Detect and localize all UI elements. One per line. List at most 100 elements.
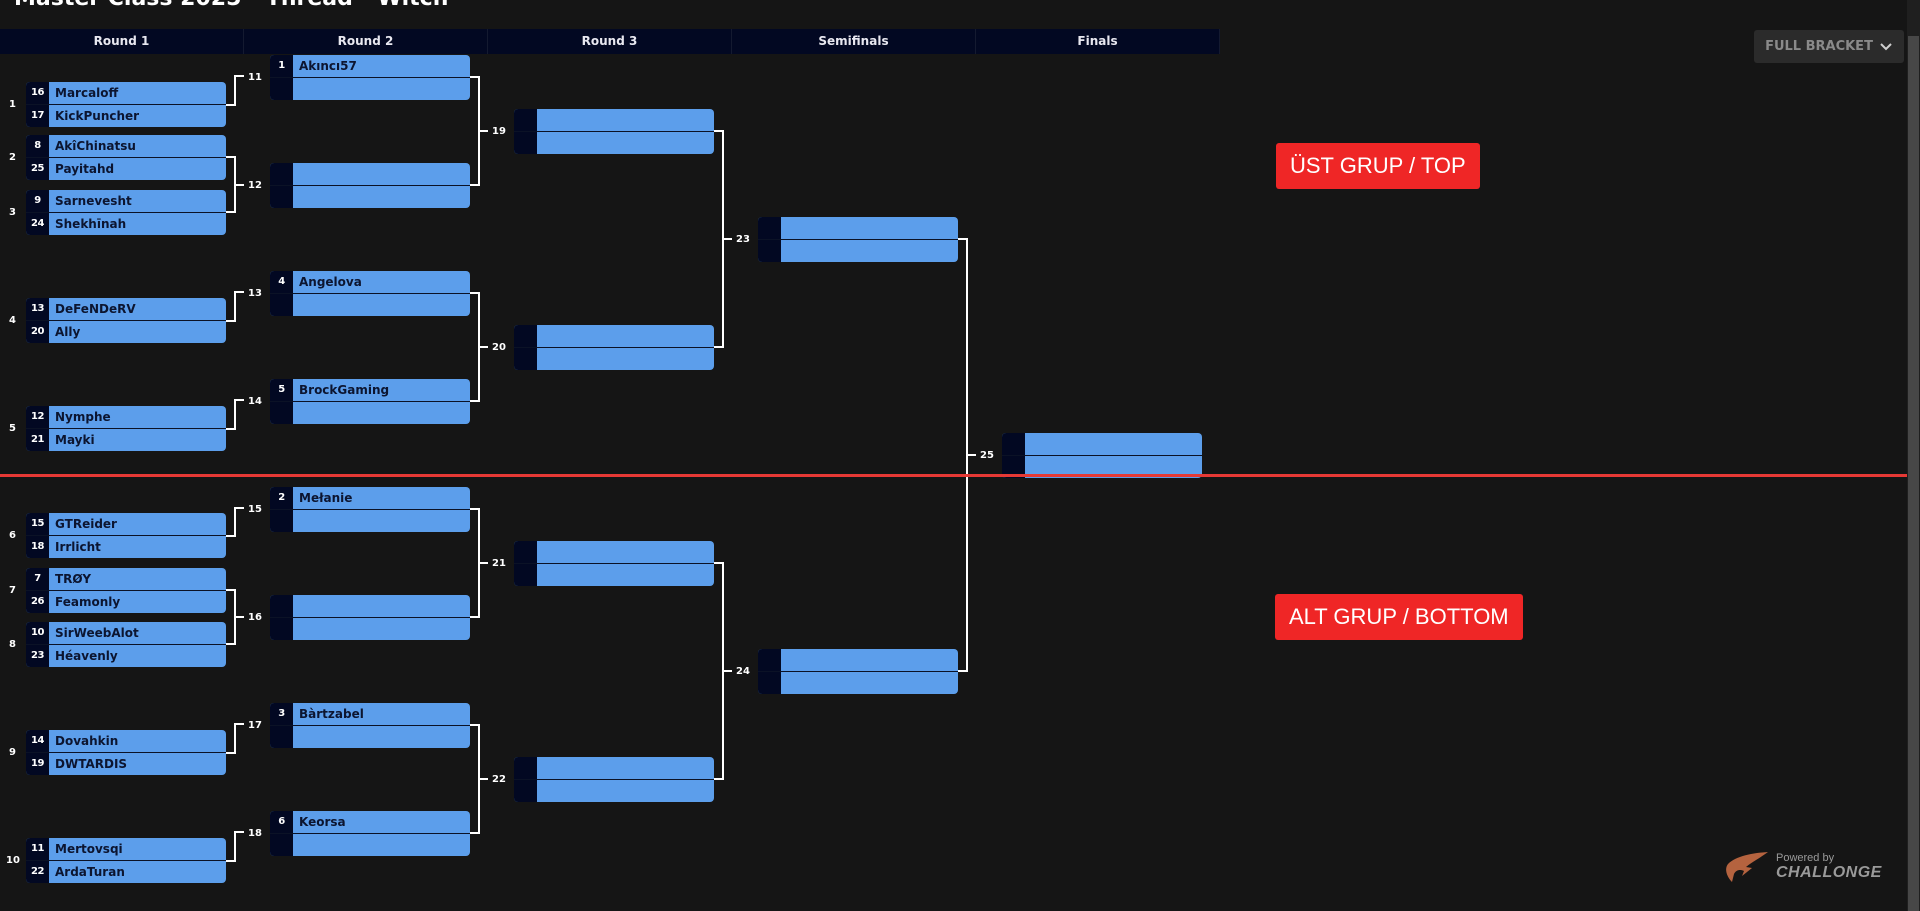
player-slot-bottom[interactable] bbox=[514, 132, 714, 154]
player-slot-top[interactable] bbox=[514, 757, 714, 779]
match-box[interactable] bbox=[270, 595, 470, 640]
player-slot-bottom[interactable] bbox=[270, 510, 470, 532]
player-slot-bottom[interactable] bbox=[270, 78, 470, 100]
match-box[interactable] bbox=[758, 217, 958, 262]
match-23[interactable] bbox=[758, 217, 958, 262]
vertical-scrollbar[interactable] bbox=[1907, 0, 1920, 911]
match-box[interactable] bbox=[514, 757, 714, 802]
match-16[interactable] bbox=[270, 595, 470, 640]
player-slot-top[interactable] bbox=[758, 217, 958, 239]
player-slot-bottom[interactable] bbox=[514, 348, 714, 370]
player-slot-top[interactable] bbox=[270, 595, 470, 617]
player-slot-bottom[interactable] bbox=[514, 564, 714, 586]
player-slot-bottom[interactable] bbox=[270, 402, 470, 424]
match-24[interactable] bbox=[758, 649, 958, 694]
player-slot-bottom[interactable] bbox=[270, 726, 470, 748]
player-slot-top[interactable] bbox=[270, 163, 470, 185]
match-22[interactable] bbox=[514, 757, 714, 802]
match-12[interactable] bbox=[270, 163, 470, 208]
player-slot-bottom[interactable] bbox=[270, 834, 470, 856]
match-19[interactable] bbox=[514, 109, 714, 154]
match-box[interactable] bbox=[514, 109, 714, 154]
scrollbar-thumb[interactable] bbox=[1908, 36, 1919, 911]
player-slot-bottom[interactable] bbox=[270, 618, 470, 640]
match-21[interactable] bbox=[514, 541, 714, 586]
player-slot-top[interactable] bbox=[514, 109, 714, 131]
player-slot-bottom[interactable] bbox=[270, 294, 470, 316]
match-box[interactable] bbox=[270, 163, 470, 208]
match-25[interactable] bbox=[1002, 433, 1202, 478]
match-box[interactable] bbox=[758, 649, 958, 694]
player-slot-top[interactable] bbox=[1002, 433, 1202, 455]
match-box[interactable] bbox=[514, 325, 714, 370]
match-box[interactable] bbox=[514, 541, 714, 586]
player-slot-bottom[interactable] bbox=[1002, 456, 1202, 478]
player-slot-bottom[interactable] bbox=[758, 672, 958, 694]
player-slot-bottom[interactable] bbox=[514, 780, 714, 802]
match-box[interactable] bbox=[1002, 433, 1202, 478]
full-bracket-dropdown[interactable]: FULL BRACKET bbox=[1754, 30, 1904, 63]
player-slot-bottom[interactable] bbox=[270, 186, 470, 208]
player-slot-bottom[interactable] bbox=[758, 240, 958, 262]
player-slot-top[interactable] bbox=[514, 325, 714, 347]
powered-by-challonge[interactable]: Powered by CHALLONGE bbox=[1722, 850, 1882, 884]
player-slot-top[interactable] bbox=[514, 541, 714, 563]
